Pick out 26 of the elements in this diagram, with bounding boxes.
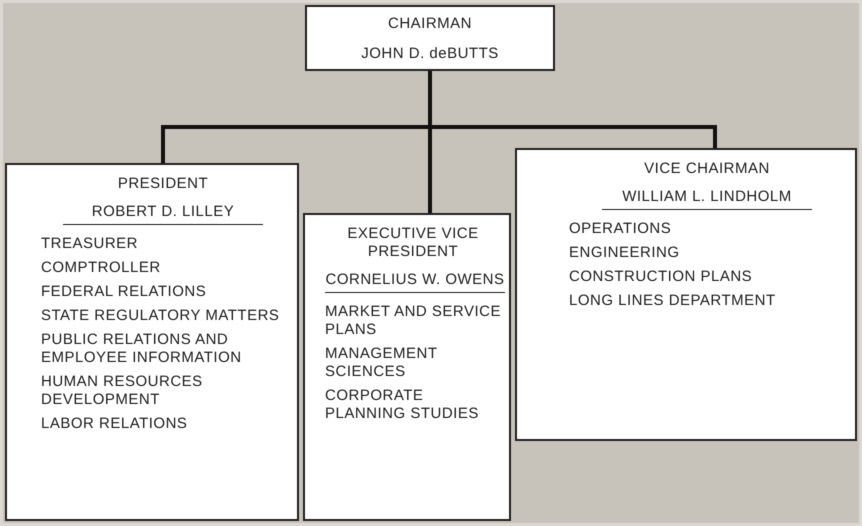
department-item: MANAGEMENT SCIENCES <box>325 345 438 381</box>
position-title: PRESIDENT <box>116 175 210 193</box>
department-item: ENGINEERING <box>569 244 681 262</box>
department-item: HUMAN RESOURCES DEVELOPMENT <box>41 373 204 409</box>
org-box <box>5 163 299 521</box>
department-item: CORPORATE PLANNING STUDIES <box>325 387 480 423</box>
department-item: LABOR RELATIONS <box>41 415 188 433</box>
department-item: TREASURER <box>41 235 140 253</box>
officer-name: ROBERT D. LILLEY <box>63 203 263 225</box>
position-title: VICE CHAIRMAN <box>643 160 771 178</box>
position-title: EXECUTIVE VICE PRESIDENT <box>346 225 480 261</box>
department-item: LONG LINES DEPARTMENT <box>569 292 777 310</box>
org-box <box>515 148 857 441</box>
position-title: CHAIRMAN <box>386 15 473 33</box>
org-box <box>303 213 511 521</box>
officer-name: CORNELIUS W. OWENS <box>325 271 505 293</box>
department-item: COMPTROLLER <box>41 259 162 277</box>
department-item: FEDERAL RELATIONS <box>41 283 208 301</box>
department-item: PUBLIC RELATIONS AND EMPLOYEE INFORMATION <box>41 331 243 367</box>
officer-name: JOHN D. deBUTTS <box>360 45 500 63</box>
department-item: MARKET AND SERVICE PLANS <box>325 303 501 339</box>
department-item: OPERATIONS <box>569 220 672 238</box>
officer-name: WILLIAM L. LINDHOLM <box>602 188 812 210</box>
department-item: STATE REGULATORY MATTERS <box>41 307 280 325</box>
chairman-box <box>305 5 555 71</box>
department-item: CONSTRUCTION PLANS <box>569 268 754 286</box>
